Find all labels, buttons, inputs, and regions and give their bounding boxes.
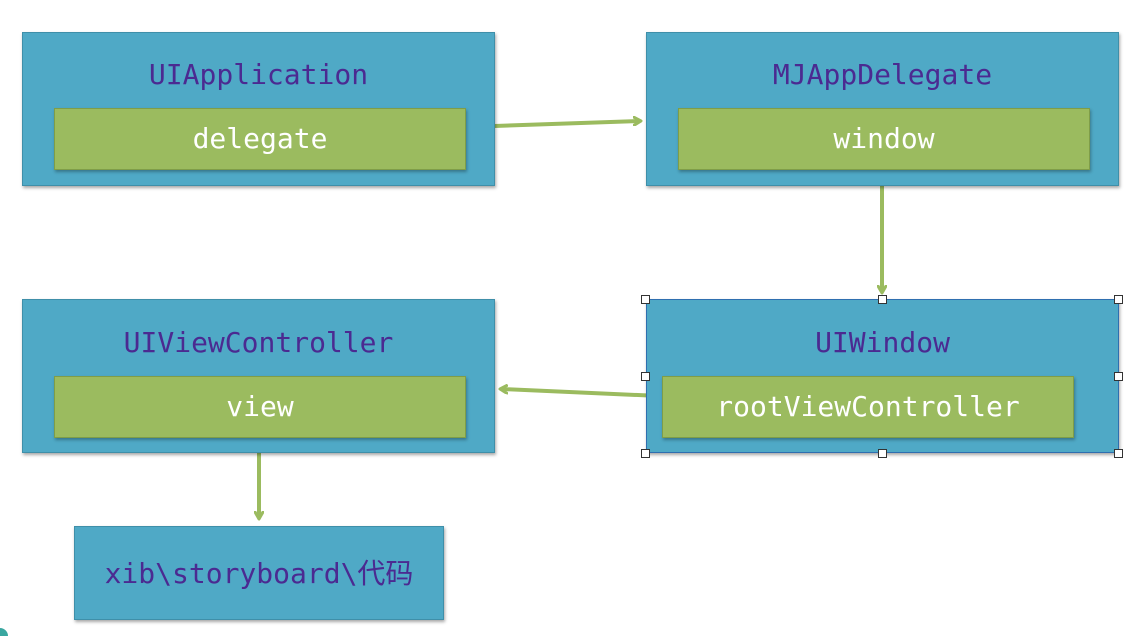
xib-storyboard-box[interactable]: xib\storyboard\代码 <box>74 526 444 620</box>
uiapplication-box[interactable]: UIApplication delegate <box>22 32 495 186</box>
delegate-field[interactable]: delegate <box>54 108 466 170</box>
resize-handle-top-middle[interactable] <box>878 295 887 304</box>
uiviewcontroller-title: UIViewController <box>123 326 394 359</box>
resize-handle-top-left[interactable] <box>641 295 650 304</box>
arrow-rootviewcontroller-to-viewcontroller <box>501 389 661 398</box>
uiapplication-title: UIApplication <box>148 58 369 91</box>
resize-handle-bottom-right[interactable] <box>1114 449 1123 458</box>
resize-handle-top-right[interactable] <box>1114 295 1123 304</box>
uiwindow-box[interactable]: UIWindow rootViewController <box>646 299 1119 453</box>
uiwindow-title: UIWindow <box>815 326 950 359</box>
mjappdelegate-box[interactable]: MJAppDelegate window <box>646 32 1119 186</box>
resize-handle-bottom-middle[interactable] <box>878 449 887 458</box>
xib-storyboard-title: xib\storyboard\代码 <box>104 557 414 590</box>
resize-handle-middle-right[interactable] <box>1114 372 1123 381</box>
uiviewcontroller-box[interactable]: UIViewController view <box>22 299 495 453</box>
view-field[interactable]: view <box>54 376 466 438</box>
window-field[interactable]: window <box>678 108 1090 170</box>
resize-handle-middle-left[interactable] <box>641 372 650 381</box>
resize-handle-bottom-left[interactable] <box>641 449 650 458</box>
rootviewcontroller-field[interactable]: rootViewController <box>662 376 1074 438</box>
corner-decoration <box>0 628 8 636</box>
mjappdelegate-title: MJAppDelegate <box>772 58 993 91</box>
